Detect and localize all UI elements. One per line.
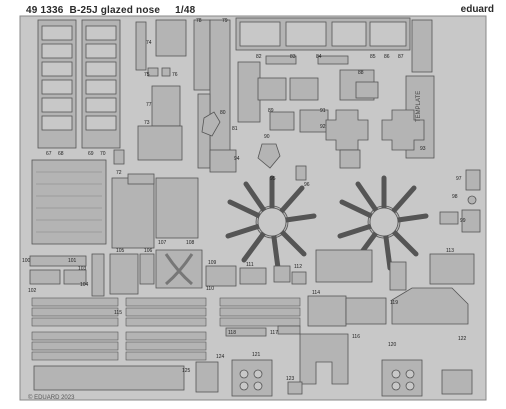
part-label-112: 112 [294, 264, 302, 270]
part-label-80: 80 [220, 110, 226, 116]
part-group-114-122 [225, 287, 469, 385]
part-label-96: 96 [304, 182, 310, 188]
sheet-code: 49 1336 [26, 5, 64, 16]
part-label-83: 83 [290, 54, 296, 60]
part-label-88: 88 [358, 70, 364, 76]
part-label-68: 68 [58, 151, 64, 157]
part-group-74-77 [113, 19, 187, 165]
part-label-76: 76 [172, 72, 178, 78]
engine-right [337, 175, 429, 271]
engine-left [225, 175, 317, 271]
part-group-97-99 [439, 169, 481, 233]
part-label-75: 75 [144, 72, 150, 78]
part-label-97: 97 [456, 176, 462, 182]
part-label-110: 110 [206, 286, 214, 292]
part-label-101: 101 [68, 258, 77, 264]
part-number-labels: 67 68 69 70 72 73 74 75 76 77 78 79 80 8… [22, 18, 467, 382]
part-group-82-90 [237, 55, 379, 133]
part-label-67: 67 [46, 151, 52, 157]
part-label-118: 118 [228, 330, 236, 336]
part-group-109-113 [205, 249, 475, 291]
part-label-74: 74 [146, 40, 152, 46]
sheet-title: B-25J glazed nose [69, 5, 161, 16]
part-label-72: 72 [116, 170, 122, 176]
part-group-121-125 [33, 359, 473, 397]
part-label-102: 102 [28, 288, 37, 294]
part-group-78-80 [193, 19, 231, 169]
brand-logo-text: eduard [460, 4, 494, 15]
part-label-86: 86 [384, 54, 390, 60]
part-label-120: 120 [388, 342, 397, 348]
part-label-85: 85 [370, 54, 376, 60]
part-group-100-107 [29, 249, 203, 297]
part-label-105: 105 [116, 248, 125, 254]
part-group-91-93 [325, 109, 425, 169]
part-label-123: 123 [286, 376, 295, 382]
part-label-69: 69 [88, 151, 94, 157]
part-label-73: 73 [144, 120, 150, 126]
part-label-106: 106 [144, 248, 153, 254]
template-stamp: TEMPLATE [416, 91, 422, 122]
part-group-72-108 [31, 159, 199, 249]
part-group-115 [31, 297, 301, 361]
part-label-70: 70 [100, 151, 106, 157]
part-label-98: 98 [452, 194, 458, 200]
sheet-scale: 1/48 [175, 5, 196, 16]
part-label-82: 82 [256, 54, 262, 60]
part-label-114: 114 [312, 290, 320, 296]
part-label-111: 111 [246, 262, 254, 268]
part-label-81: 81 [232, 126, 238, 132]
part-label-94: 94 [234, 156, 240, 162]
part-label-99: 99 [460, 218, 466, 224]
part-group-83-88 [235, 17, 435, 159]
part-label-95: 95 [270, 176, 276, 182]
footer-copyright: © EDUARD 2023 [28, 395, 75, 401]
part-label-90: 90 [264, 134, 270, 140]
part-label-103: 103 [78, 266, 87, 272]
part-label-125: 125 [182, 368, 191, 374]
part-label-100: 100 [22, 258, 31, 264]
part-label-108: 108 [186, 240, 195, 246]
part-label-104: 104 [80, 282, 89, 288]
part-label-119: 119 [390, 300, 398, 306]
part-label-89: 89 [268, 108, 274, 114]
part-label-87: 87 [398, 54, 404, 60]
part-label-116: 116 [352, 334, 360, 340]
part-label-79: 79 [222, 18, 228, 24]
part-label-122: 122 [458, 336, 467, 342]
part-label-121: 121 [252, 352, 261, 358]
part-group-81-96 [201, 111, 307, 181]
part-label-107: 107 [158, 240, 167, 246]
part-label-91: 91 [320, 108, 326, 114]
part-label-84: 84 [316, 54, 322, 60]
part-label-117: 117 [270, 330, 278, 336]
part-label-124: 124 [216, 354, 225, 360]
part-label-92: 92 [320, 124, 326, 130]
sheet-header: 49 1336 B-25J glazed nose 1/48 [26, 5, 195, 16]
part-label-93: 93 [420, 146, 426, 152]
part-label-109: 109 [208, 260, 217, 266]
part-label-77: 77 [146, 102, 152, 108]
part-label-78: 78 [196, 18, 202, 24]
part-group-67-70 [37, 19, 121, 149]
part-label-113: 113 [446, 248, 454, 254]
part-label-115: 115 [114, 310, 122, 316]
